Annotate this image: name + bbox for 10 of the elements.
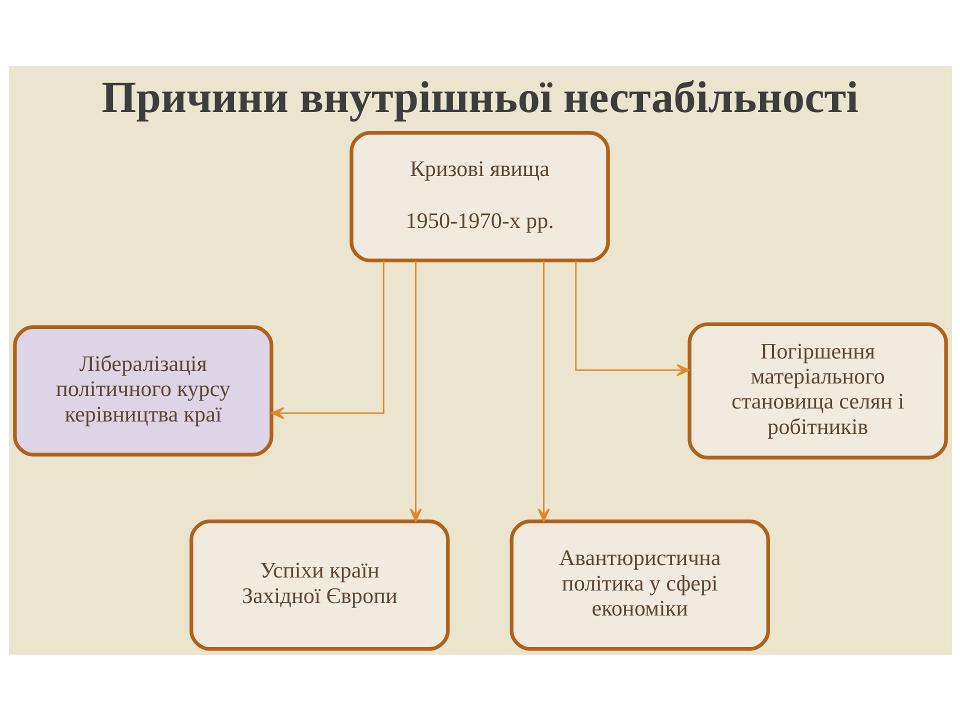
node-box: Кризові явища 1950-1970-х рр. [349,130,610,262]
diagram-title: Причини внутрішньої нестабільності [101,72,858,122]
arrow [537,260,550,522]
node-box: Успіхи країн Західної Європи [189,519,450,650]
arrow [574,260,690,376]
node-box: Погіршення матеріального становища селян і робітників [687,322,948,459]
arrow [409,260,422,522]
node-box: Авантюристична політика у сфері економіки [509,519,770,650]
node-box: Лібералізація політичного курсу керівництва краї [12,324,273,456]
arrow [270,260,384,419]
